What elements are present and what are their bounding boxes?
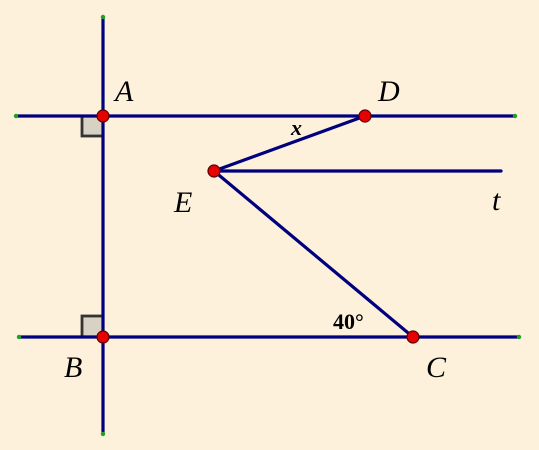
label-d: D [377,75,400,108]
point-d[interactable] [358,109,372,123]
point-c[interactable] [406,330,420,344]
line-end-dot [516,334,522,340]
line-end-dot [512,113,518,119]
line-end-dot [100,431,106,437]
angle-label-40: 40° [333,309,364,334]
point-b[interactable] [96,330,110,344]
line-end-dot [13,113,19,119]
angle-label-x: x [290,115,302,140]
segment-ed [212,114,367,173]
point-a[interactable] [96,109,110,123]
label-a: A [113,75,134,108]
line-end-dot [100,14,106,20]
point-e[interactable] [207,164,221,178]
label-e: E [173,186,192,219]
label-b: B [64,351,82,384]
segment-ec [212,169,415,339]
label-c: C [426,351,447,384]
label-t: t [492,184,501,217]
line-end-dot [16,334,22,340]
